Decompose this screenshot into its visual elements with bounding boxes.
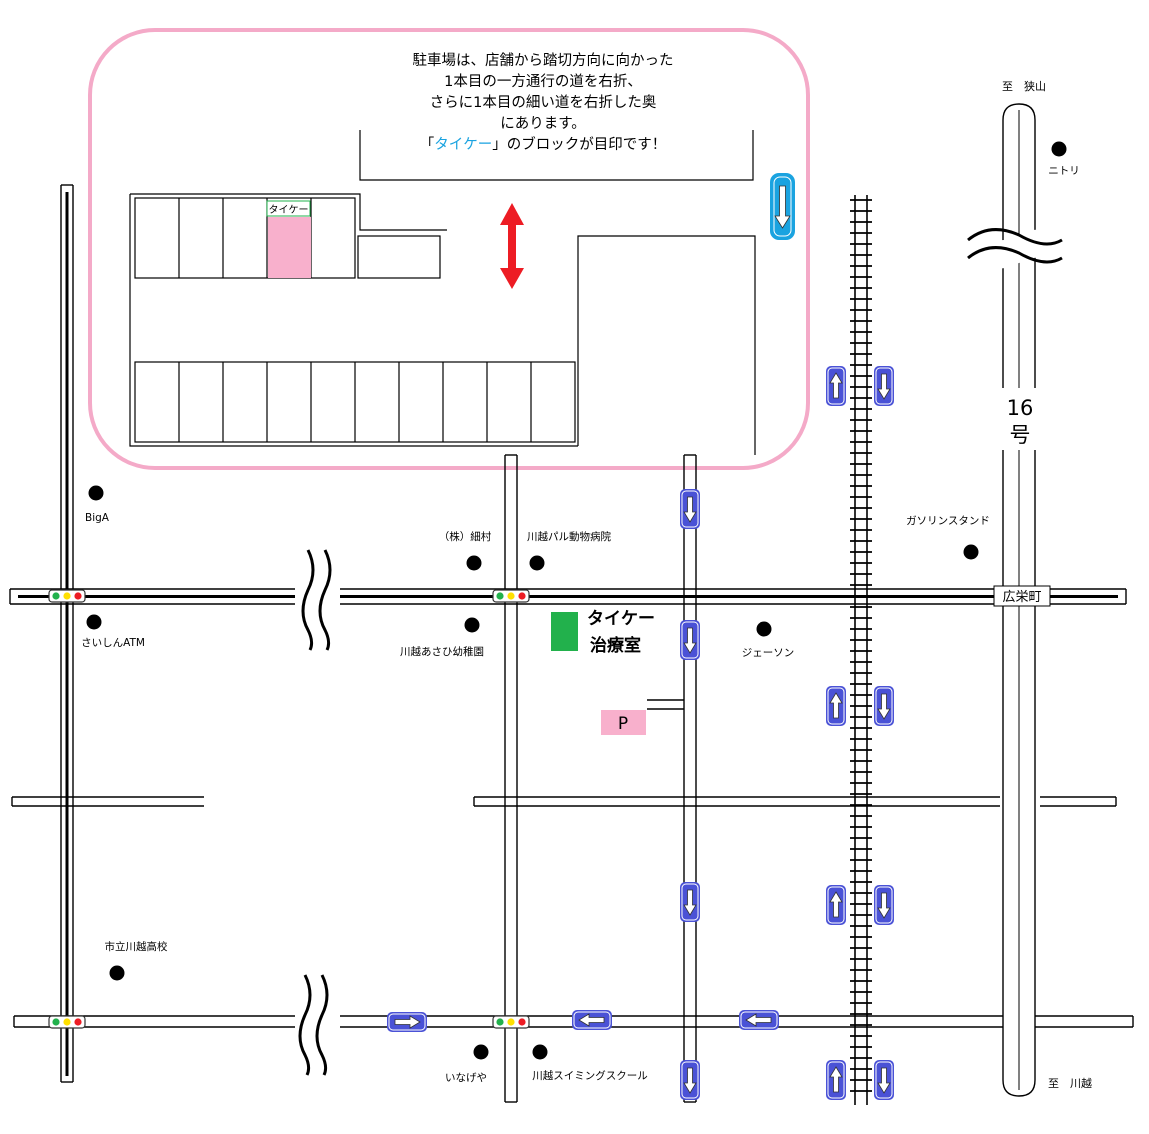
road-network — [9, 184, 1134, 1103]
landmark-saishin-atm: さいしんATM — [81, 637, 145, 649]
landmarks: ニトリ BigA （株）細村 川越パル動物病院 ガソリンスタンド さいしんATM… — [81, 141, 1080, 1084]
oneway-arrow-up-icon — [825, 1059, 847, 1101]
road-break-lower — [295, 974, 340, 1076]
traffic-signal — [492, 589, 530, 603]
inset-small-building — [357, 235, 441, 279]
landmark-dot — [756, 621, 772, 637]
landmark-dot — [529, 555, 545, 571]
landmark-dot — [109, 965, 125, 981]
landmark-animal-hospital: 川越パル動物病院 — [527, 530, 611, 543]
oneway-arrow-right-icon — [386, 1011, 428, 1033]
oneway-arrow-down-icon — [679, 1059, 701, 1101]
landmark-highschool: 市立川越高校 — [105, 940, 168, 953]
route-number-suffix: 号 — [1010, 423, 1031, 447]
traffic-signal — [492, 1015, 530, 1029]
landmark-biga: BigA — [85, 512, 110, 524]
vertical-road-hosomura — [504, 454, 518, 1103]
landmark-dot — [532, 1044, 548, 1060]
route-label-bg — [1001, 388, 1039, 450]
landmark-name: タイケー — [434, 136, 492, 153]
parking-inset: タイケー 駐車場は、店舗から踏切方向に向かった 1本目の一方通行の道を右折 — [88, 28, 810, 470]
traffic-signal — [48, 589, 86, 603]
inset-line-3: さらに1本目の細い道を右折した奥 — [430, 94, 657, 111]
direction-sayama: 至 狭山 — [1002, 80, 1046, 93]
road-break-upper — [295, 549, 340, 651]
oneway-arrow-down-icon — [679, 619, 701, 661]
route-number: 16 — [1007, 396, 1034, 420]
red-double-arrow — [500, 203, 524, 289]
railway — [850, 195, 872, 1105]
oneway-arrow-up-icon — [825, 365, 847, 407]
oneway-road — [683, 454, 697, 1103]
inset-oneway-arrow — [770, 173, 795, 240]
inset-building-block — [577, 235, 756, 455]
oneway-arrow-down-icon — [679, 488, 701, 530]
traffic-signal — [48, 1015, 86, 1029]
spot-label: タイケー — [269, 204, 309, 216]
landmark-swimming: 川越スイミングスクール — [532, 1069, 648, 1082]
oneway-arrow-down-icon — [679, 881, 701, 923]
parking-label: P — [618, 714, 628, 734]
intersection-name: 広栄町 — [1002, 590, 1041, 605]
landmark-prefix: 「 — [420, 136, 435, 153]
oneway-arrow-down-icon — [873, 1059, 895, 1101]
parking-lane — [647, 699, 684, 710]
oneway-arrow-down-icon — [873, 365, 895, 407]
landmark-hosomura: （株）細村 — [439, 530, 492, 543]
landmark-gas-station: ガソリンスタンド — [906, 515, 990, 527]
landmark-dot — [1051, 141, 1067, 157]
inset-road-edge — [130, 193, 447, 231]
middle-road — [11, 796, 1117, 807]
oneway-arrow-up-icon — [825, 884, 847, 926]
inset-line-1: 駐車場は、店舗から踏切方向に向かった — [413, 52, 674, 69]
clinic-name: タイケー — [587, 609, 655, 629]
clinic-name-line2: 治療室 — [590, 635, 641, 656]
landmark-dot — [473, 1044, 489, 1060]
inset-landmark-line: 「タイケー」のブロックが目印です！ — [420, 135, 667, 153]
left-main-road — [60, 184, 74, 1083]
spot-label-box — [266, 200, 311, 217]
oneway-arrow-down-icon — [873, 884, 895, 926]
parking-marker — [601, 710, 646, 735]
landmark-inageya: いなげや — [445, 1072, 487, 1084]
landmark-jason: ジェーソン — [742, 647, 795, 659]
main-road-horizontal — [9, 588, 1127, 605]
landmark-nitori: ニトリ — [1048, 165, 1080, 177]
parking-row-top — [134, 197, 356, 279]
landmark-dot — [88, 485, 104, 501]
inset-line-2: 1本目の一方通行の道を右折、 — [444, 73, 642, 90]
inset-road-top — [359, 130, 754, 181]
intersection-label: 広栄町 — [993, 585, 1051, 607]
landmark-dot — [963, 544, 979, 560]
landmark-suffix: 」のブロックが目印です！ — [492, 135, 666, 153]
landmark-kindergarten: 川越あさひ幼稚園 — [400, 645, 484, 658]
oneway-arrow-left-icon — [738, 1009, 780, 1031]
landmark-dot — [86, 614, 102, 630]
inset-road-left — [129, 194, 578, 447]
oneway-arrow-up-icon — [825, 685, 847, 727]
oneway-arrow-left-icon — [571, 1009, 613, 1031]
parking-row-bottom — [134, 361, 576, 443]
oneway-arrow-down-icon — [873, 685, 895, 727]
clinic-marker — [551, 612, 578, 651]
parking-spot-highlight — [268, 217, 311, 278]
landmark-dot — [466, 555, 482, 571]
direction-kawagoe: 至 川越 — [1048, 1076, 1092, 1090]
inset-instructions: 駐車場は、店舗から踏切方向に向かった 1本目の一方通行の道を右折、 さらに1本目… — [413, 52, 674, 153]
inset-line-4: にあります。 — [500, 115, 586, 132]
landmark-dot — [464, 617, 480, 633]
inset-border — [88, 28, 810, 470]
